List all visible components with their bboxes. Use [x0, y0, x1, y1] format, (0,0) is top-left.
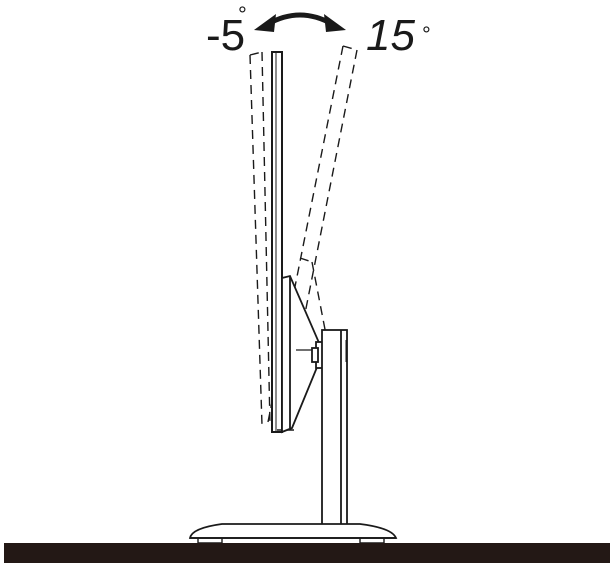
floor-surface [4, 543, 610, 563]
tilt-forward-value: -5 [206, 11, 245, 60]
tilt-backward-label: 15 ° [366, 11, 431, 60]
monitor-panel [271, 51, 294, 433]
stand-base [188, 523, 398, 544]
tilt-forward-degree: ° [238, 2, 247, 27]
stand-neck [321, 329, 348, 531]
forward-tilt-outline [249, 51, 271, 426]
tilt-arrow-icon [254, 12, 346, 32]
tilt-backward-value: 15 [366, 11, 415, 60]
tilt-forward-label: -5 ° [206, 2, 247, 60]
tilt-backward-degree: ° [422, 22, 431, 47]
